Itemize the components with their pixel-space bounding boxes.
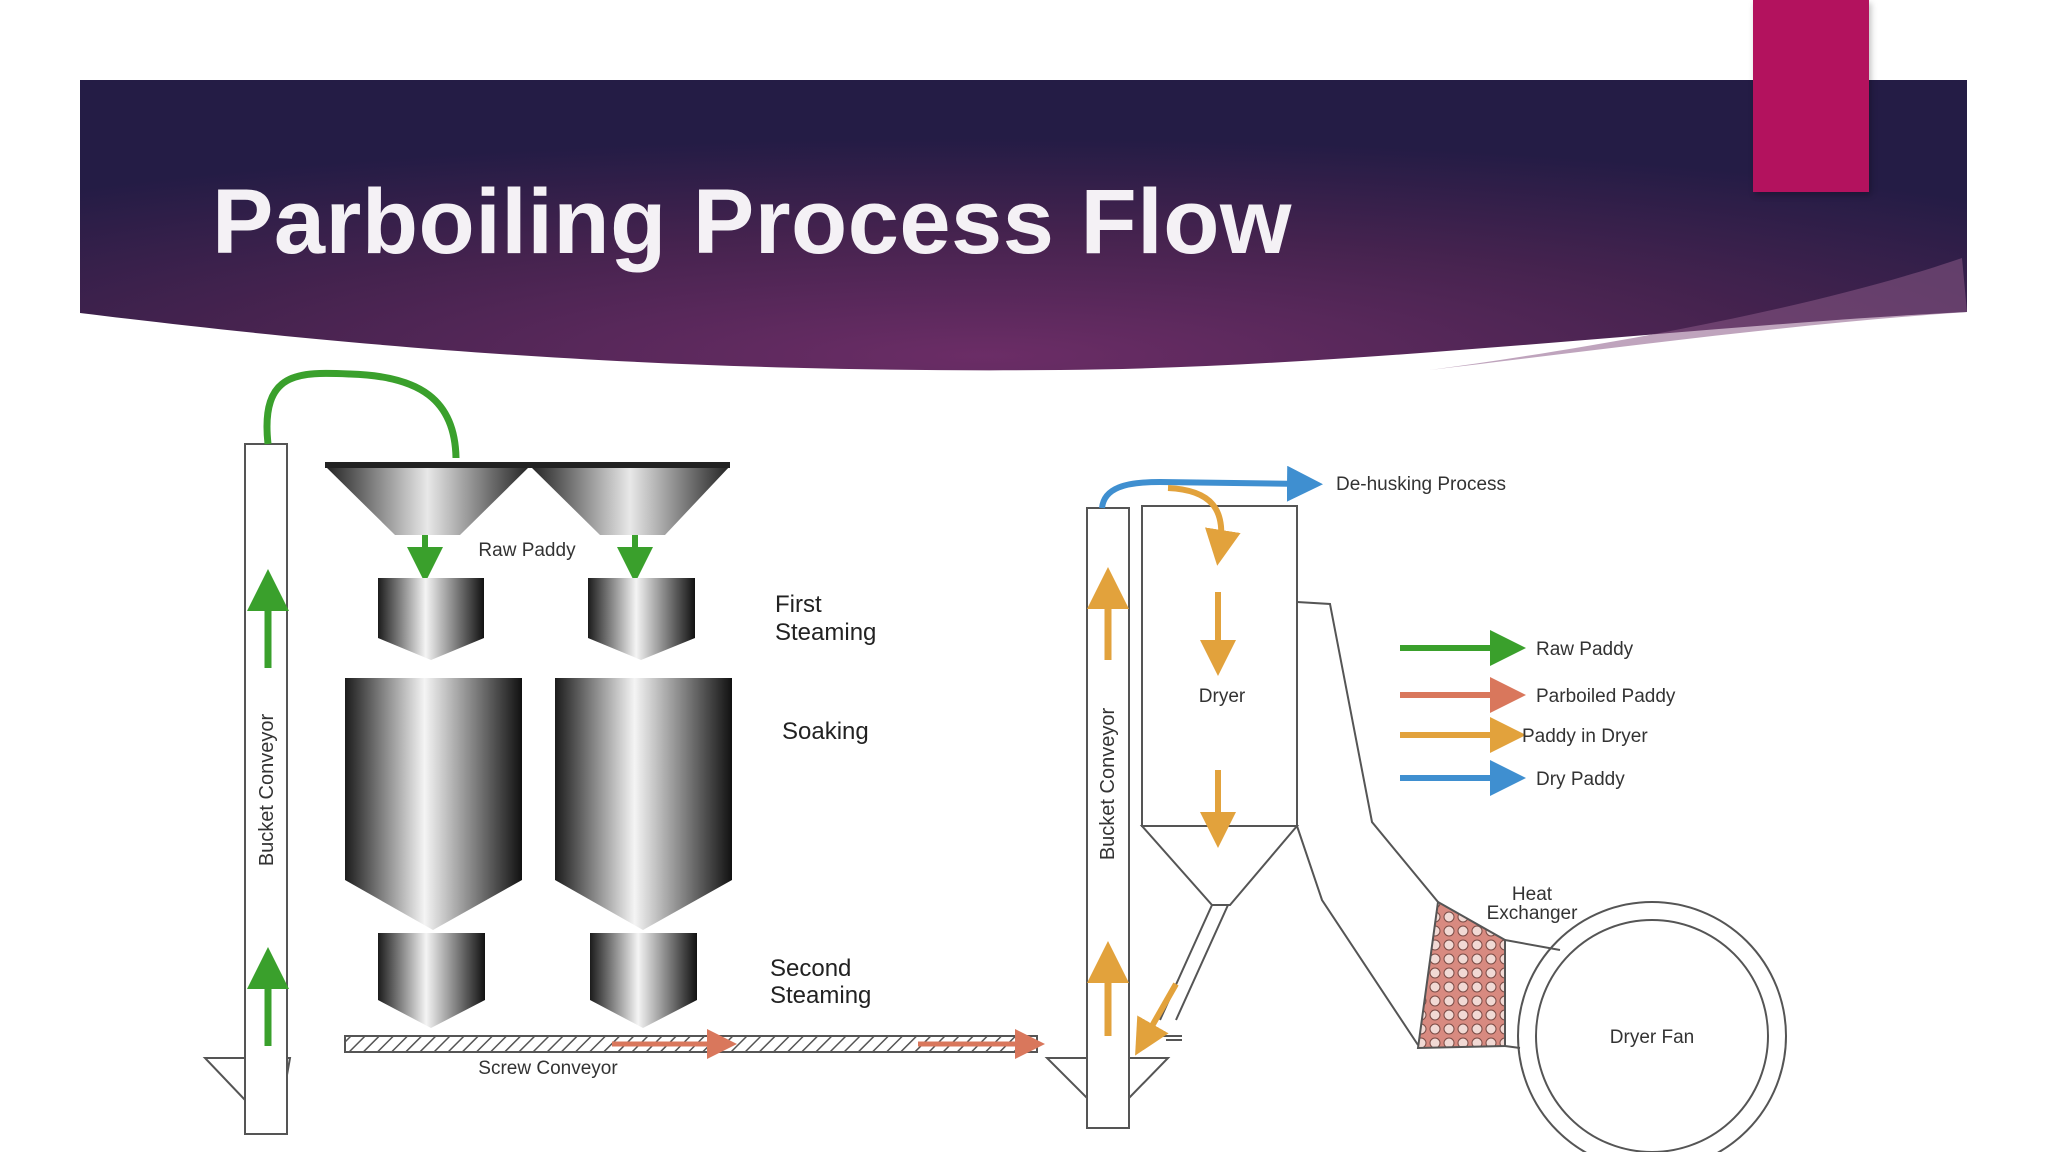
title-band	[80, 80, 1967, 371]
title-band-swoosh	[1430, 258, 1967, 370]
raw-paddy-hoppers: Raw Paddy	[325, 462, 730, 583]
legend-item: Raw Paddy	[1400, 630, 1634, 666]
duct-and-fan: Heat Exchanger Dryer Fan	[1296, 601, 1787, 1152]
dryer-fan-label: Dryer Fan	[1610, 1027, 1694, 1048]
dehusking-arrow	[1099, 465, 1323, 509]
legend-item: Dry Paddy	[1400, 760, 1625, 796]
soaking-label: Soaking	[782, 718, 869, 745]
right-bucket-conveyor: Bucket Conveyor De-husking Process	[1044, 465, 1506, 1129]
first-steaming-label-line1: First	[775, 591, 822, 618]
dryer: Dryer	[1135, 485, 1300, 1056]
legend-item: Paddy in Dryer	[1400, 717, 1648, 753]
legend-label: Dry Paddy	[1536, 769, 1625, 790]
screw-conveyor-label: Screw Conveyor	[478, 1058, 618, 1079]
legend-label: Parboiled Paddy	[1536, 686, 1676, 707]
dryer-fan	[1535, 919, 1769, 1152]
screw-conveyor: Screw Conveyor	[344, 1029, 1045, 1079]
legend-label: Raw Paddy	[1536, 639, 1634, 660]
heat-exchanger-label-line2: Exchanger	[1487, 903, 1579, 924]
vessel-column-right	[555, 578, 732, 1028]
legend-item: Parboiled Paddy	[1400, 677, 1676, 713]
title-band-fill	[80, 80, 1967, 371]
raw-paddy-label: Raw Paddy	[478, 540, 576, 561]
dryer-label: Dryer	[1199, 686, 1246, 707]
top-transfer-arrow	[263, 369, 460, 459]
vessel-column-left	[345, 578, 522, 1028]
left-conveyor-label: Bucket Conveyor	[256, 714, 278, 867]
dryer-in-arrow	[1167, 485, 1241, 566]
accent-tab	[1753, 0, 1869, 192]
second-steaming-label-line1: Second	[770, 955, 851, 982]
stage-labels: First Steaming Soaking Second Steaming	[770, 591, 876, 1009]
dehusking-label: De-husking Process	[1336, 474, 1506, 495]
right-conveyor-label: Bucket Conveyor	[1097, 708, 1119, 861]
slide-title: Parboiling Process Flow	[212, 171, 1292, 273]
second-steaming-label-line2: Steaming	[770, 982, 871, 1009]
legend-label: Paddy in Dryer	[1522, 726, 1648, 747]
left-bucket-conveyor: Bucket Conveyor	[202, 369, 460, 1135]
heat-exchanger-label-line1: Heat	[1512, 884, 1553, 905]
dryer-out-arrow	[1135, 982, 1179, 1056]
first-steaming-label-line2: Steaming	[775, 619, 876, 646]
